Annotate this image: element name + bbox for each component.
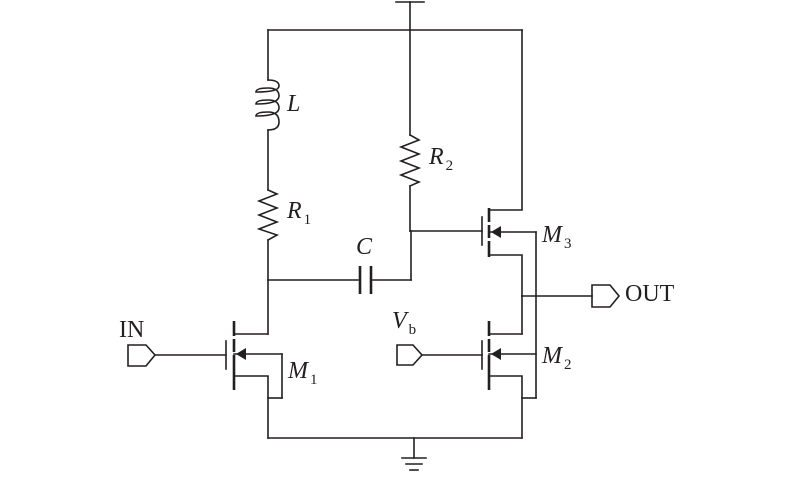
m1-body-arrow (236, 348, 246, 360)
transistor-m1 (225, 321, 283, 439)
vb-port (396, 344, 424, 366)
resistor-r2 (398, 133, 422, 188)
inductor-label: L (286, 91, 300, 117)
ground-icon (401, 437, 427, 471)
in-port (127, 344, 157, 367)
m3-body-arrow (491, 226, 501, 238)
out-port (591, 284, 621, 308)
capacitor-c (358, 266, 373, 294)
vdd-supply (395, 1, 425, 31)
transistor-m3 (481, 29, 537, 399)
transistor-m2 (481, 321, 537, 439)
resistor-r1 (256, 188, 280, 242)
inductor-l (255, 79, 280, 131)
out-label: OUT (625, 281, 675, 307)
in-label: IN (119, 317, 144, 343)
m2-body-arrow (491, 348, 501, 360)
capacitor-label: C (356, 234, 373, 260)
